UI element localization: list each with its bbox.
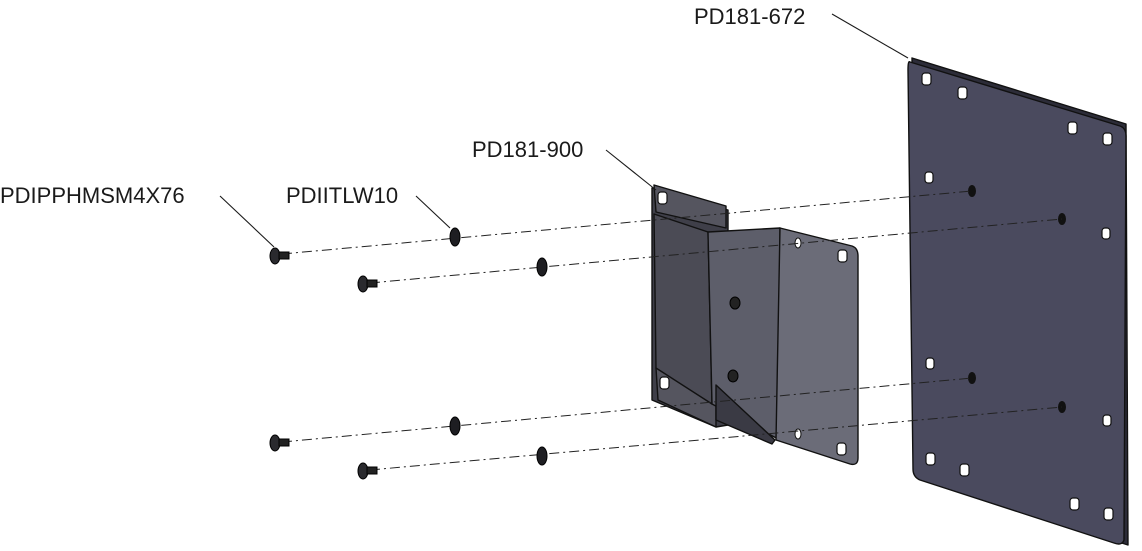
screws: [269, 247, 378, 480]
screw-icon: [269, 434, 290, 452]
label-washer-part-number: PDIITLW10: [286, 183, 398, 208]
label-bracket-part-number: PD181-900: [472, 137, 583, 162]
bracket-lower-plate: [715, 384, 776, 445]
mounting-plate: [907, 57, 1129, 546]
washer-icon: [449, 227, 461, 247]
callout-leaders: [219, 13, 909, 248]
plate-holes: [921, 72, 1114, 521]
washer-icon: [536, 446, 548, 466]
washers: [449, 227, 548, 466]
bracket: [651, 184, 859, 466]
washer-icon: [449, 416, 461, 436]
screw-icon: [269, 247, 290, 265]
label-plate-part-number: PD181-672: [694, 4, 805, 29]
bracket-flange: [775, 227, 859, 466]
washer-icon: [536, 257, 548, 277]
assembly-center-lines: [281, 190, 1063, 471]
bracket-top-tab: [653, 184, 727, 229]
plate-face: [907, 60, 1127, 545]
plate-nut-inserts: [968, 185, 1066, 413]
screw-icon: [357, 462, 378, 480]
label-screw-part-number: PDIPPHMSM4X76: [0, 183, 185, 208]
screw-icon: [357, 275, 378, 293]
